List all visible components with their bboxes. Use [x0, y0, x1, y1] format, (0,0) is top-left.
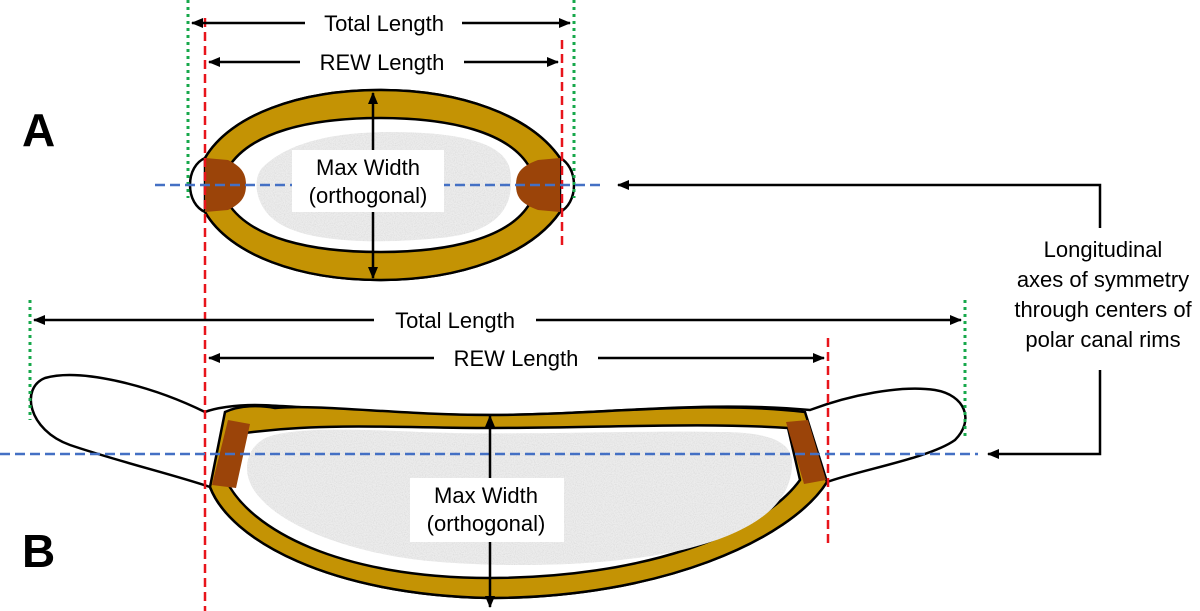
measurements-b: Total Length REW Length Max Width (ortho… — [33, 305, 962, 608]
callout-line-2: axes of symmetry — [1017, 267, 1189, 292]
max-width-b-label-line1: Max Width — [434, 483, 538, 508]
axes-callout: Longitudinal axes of symmetry through ce… — [617, 180, 1193, 459]
specimen-a-left-rim — [205, 158, 246, 212]
callout-line-4: polar canal rims — [1025, 327, 1180, 352]
max-width-a-label-line2: (orthogonal) — [309, 183, 428, 208]
specimen-b-right-rim — [786, 420, 826, 484]
max-width-a-label-line1: Max Width — [316, 155, 420, 180]
specimen-b-wall — [208, 404, 829, 600]
callout-lower-connector — [987, 370, 1102, 459]
total-length-b-label: Total Length — [395, 308, 515, 333]
rew-length-a-label: REW Length — [320, 50, 445, 75]
total-length-a-label: Total Length — [324, 11, 444, 36]
rew-length-b-label: REW Length — [454, 346, 579, 371]
callout-line-1: Longitudinal — [1044, 237, 1163, 262]
callout-line-3: through centers of — [1014, 297, 1192, 322]
callout-upper-connector — [617, 180, 1102, 228]
panel-b-letter: B — [22, 525, 55, 577]
panel-a-letter: A — [22, 104, 55, 156]
max-width-b-label-line2: (orthogonal) — [427, 511, 546, 536]
measurements-a: Total Length REW Length Max Width (ortho… — [191, 8, 571, 279]
